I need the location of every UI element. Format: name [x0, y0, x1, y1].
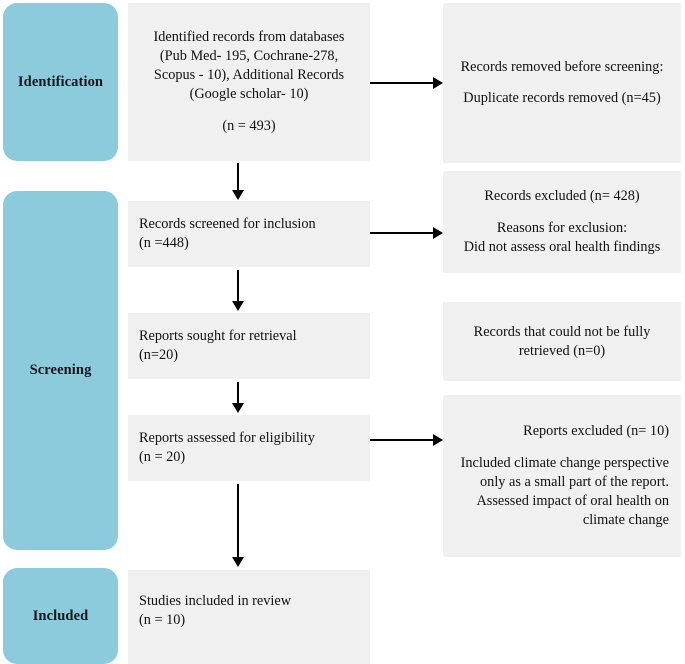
- box-line: Reports excluded (n= 10): [523, 423, 669, 440]
- box-line: Studies included in review: [139, 593, 292, 609]
- box-line: Scopus - 10), Additional Records: [153, 67, 345, 84]
- arrow-shaft: [370, 232, 434, 234]
- stage-label-included: Included: [3, 568, 118, 664]
- box-line: Records that could not be fully: [473, 323, 651, 340]
- box-line: retrieved (n=0): [518, 342, 606, 359]
- arrow-head: [433, 227, 443, 239]
- box-identified-records: Identified records from databases (Pub M…: [128, 3, 370, 161]
- box-records-excluded: Records excluded (n= 428) Reasons for ex…: [443, 171, 681, 273]
- arrow-head: [433, 77, 443, 89]
- box-line: Included climate change perspective: [460, 454, 669, 471]
- box-line: (n =448): [139, 235, 189, 251]
- box-line: Records screened for inclusion: [139, 216, 316, 232]
- stage-label-screening-text: Screening: [29, 362, 92, 378]
- stage-label-identification: Identification: [3, 3, 118, 161]
- arrow-shaft: [237, 163, 239, 190]
- arrow-head: [232, 301, 244, 311]
- arrow-shaft: [237, 382, 239, 403]
- box-line: climate change: [582, 511, 669, 528]
- box-reports-excluded: Reports excluded (n= 10) Included climat…: [443, 395, 681, 557]
- box-reports-assessed: Reports assessed for eligibility (n = 20…: [128, 415, 370, 481]
- arrow-down-assessed-to-included: [231, 484, 245, 567]
- box-line: Reports sought for retrieval: [139, 328, 297, 344]
- stage-label-screening: Screening: [3, 191, 118, 550]
- arrow-shaft: [370, 439, 434, 441]
- arrow-head: [232, 557, 244, 567]
- box-line: Reports assessed for eligibility: [139, 430, 315, 446]
- box-line: Assessed impact of oral health on: [476, 492, 669, 509]
- box-line: (n = 493): [222, 117, 276, 134]
- box-records-removed: Records removed before screening: Duplic…: [443, 3, 681, 163]
- arrow-head: [232, 403, 244, 413]
- box-line: Records removed before screening:: [460, 58, 664, 75]
- arrow-right-to-records-removed: [370, 76, 443, 90]
- box-line-spacer: [142, 104, 356, 116]
- box-line-spacer: [457, 206, 667, 218]
- box-line: (n=20): [139, 347, 179, 363]
- arrow-down-identified-to-screened: [231, 163, 245, 200]
- arrow-shaft: [370, 82, 434, 84]
- box-line: (n = 10): [139, 612, 186, 628]
- box-line: Duplicate records removed (n=45): [463, 90, 661, 107]
- box-line-spacer: [457, 77, 667, 89]
- box-line: (Pub Med- 195, Cochrane-278,: [159, 48, 339, 65]
- arrow-shaft: [237, 270, 239, 301]
- arrow-right-to-reports-excluded: [370, 433, 443, 447]
- arrow-down-sought-to-assessed: [231, 382, 245, 413]
- box-not-retrieved: Records that could not be fully retrieve…: [443, 302, 681, 381]
- stage-label-included-text: Included: [32, 607, 89, 624]
- box-records-screened: Records screened for inclusion (n =448): [128, 201, 370, 267]
- stage-label-identification-text: Identification: [17, 73, 104, 90]
- box-studies-included: Studies included in review (n = 10): [128, 570, 370, 664]
- box-line: Reasons for exclusion:: [496, 219, 628, 236]
- arrow-head: [232, 190, 244, 200]
- box-reports-sought: Reports sought for retrieval (n=20): [128, 313, 370, 379]
- box-line: (n = 20): [139, 449, 186, 465]
- box-line-spacer: [457, 441, 669, 453]
- arrow-down-screened-to-sought: [231, 270, 245, 311]
- box-line: Records excluded (n= 428): [484, 188, 640, 205]
- box-line: (Google scholar- 10): [189, 86, 309, 103]
- box-line: Identified records from databases: [153, 29, 345, 46]
- arrow-head: [433, 434, 443, 446]
- box-line: Did not assess oral health findings: [463, 238, 661, 255]
- arrow-right-to-records-excluded: [370, 226, 443, 240]
- arrow-shaft: [237, 484, 239, 557]
- box-line: only as a small part of the report.: [480, 473, 669, 490]
